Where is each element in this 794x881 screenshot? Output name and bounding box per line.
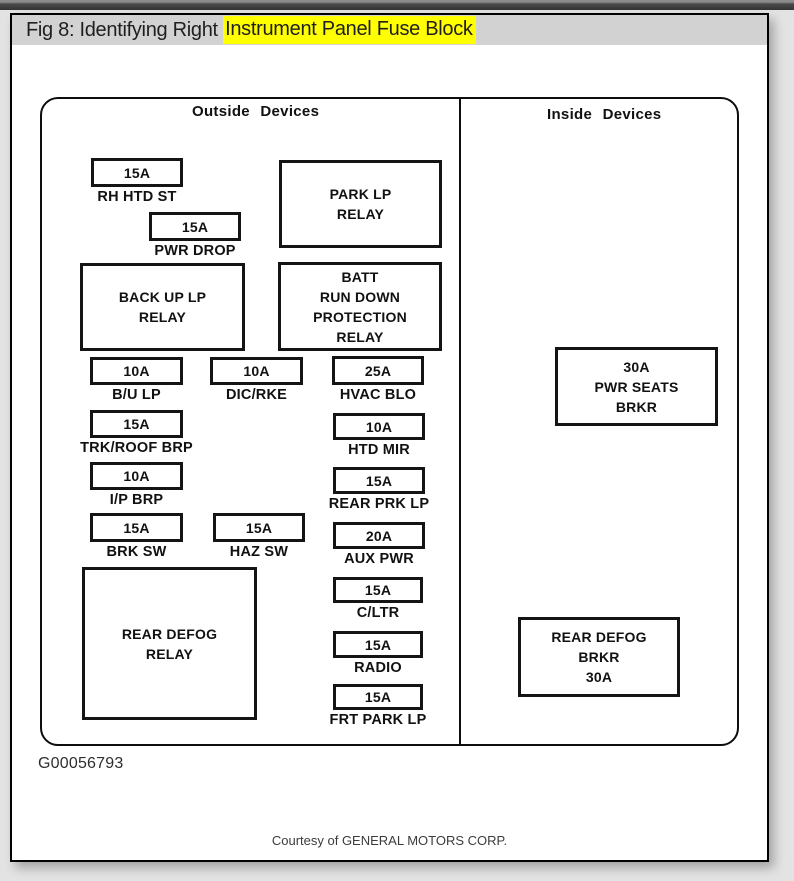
fuse-amp-rating: 15A (364, 582, 392, 598)
section-divider (459, 99, 461, 744)
fuse-amp-rating: 10A (123, 468, 150, 484)
top-border-strip (0, 0, 794, 10)
relay-label-line: RUN DOWN (319, 288, 401, 305)
fuse-amp-rating: 15A (365, 472, 393, 489)
fuse-box: 20A AUX PWR (333, 522, 425, 567)
relay-label-line: BACK UP LP (118, 289, 207, 305)
fuse-box: 15A FRT PARK LP (330, 684, 426, 728)
section-header-outside: Outside Devices (192, 103, 320, 120)
fuse-label: REAR PRK LP (328, 496, 430, 512)
fuse-label: HAZ SW (229, 544, 289, 560)
relay-label-line: PROTECTION (313, 308, 407, 325)
figure-id: G00056793 (38, 755, 124, 772)
courtesy-note: Courtesy of GENERAL MOTORS CORP. (271, 833, 508, 848)
relay-label-line: PARK LP (329, 186, 392, 202)
fuse-amp-rating: 10A (243, 363, 270, 379)
relay-box: REAR DEFOG RELAY (82, 567, 257, 720)
relay-box: 30A PWR SEATS BRKR (555, 347, 718, 426)
fuse-box: 10A I/P BRP (90, 462, 183, 508)
fuse-box: 15A C/LTR (333, 577, 423, 621)
figure-title-highlighted-text: Instrument Panel Fuse Block (223, 16, 476, 44)
fuse-box: 15A PWR DROP (149, 212, 241, 259)
fuse-label: BRK SW (106, 544, 167, 560)
relay-label-line: PWR SEATS (594, 378, 679, 395)
fuse-box: 10A B/U LP (90, 357, 183, 403)
relay-label-line: RELAY (336, 206, 385, 222)
fuse-amp-rating: 10A (123, 363, 150, 379)
fuse-box: 15A HAZ SW (213, 513, 305, 560)
fuse-box: 10A HTD MIR (333, 413, 425, 458)
relay-box: BATT RUN DOWN PROTECTION RELAY (278, 262, 442, 351)
figure-title-prefix: Fig 8: Identifying Right (26, 18, 224, 41)
fuse-box: 10A DIC/RKE (210, 357, 303, 403)
fuse-amp-rating: 25A (364, 362, 392, 379)
section-header-inside: Inside Devices (547, 106, 662, 123)
fuse-box: 15A REAR PRK LP (329, 467, 429, 512)
fuse-label: B/U LP (112, 387, 161, 403)
fuse-label: I/P BRP (109, 492, 164, 508)
fuse-label: DIC/RKE (225, 387, 288, 403)
relay-label-line: RELAY (145, 645, 194, 662)
relay-label-line: REAR DEFOG (121, 625, 218, 642)
fuse-amp-rating: 10A (365, 418, 393, 435)
fuse-box: 15A RH HTD ST (91, 158, 183, 205)
relay-label-line: REAR DEFOG (551, 629, 647, 645)
relay-label-line: 30A (585, 669, 613, 685)
relay-box: BACK UP LP RELAY (80, 263, 245, 351)
fuse-amp-rating: 15A (181, 218, 209, 235)
fuse-label: PWR DROP (154, 243, 236, 259)
fuse-amp-rating: 20A (365, 527, 393, 544)
relay-label-line: BRKR (578, 649, 620, 665)
fuse-label: HVAC BLO (339, 387, 417, 403)
fuse-box: 15A TRK/ROOF BRP (80, 410, 193, 456)
fuse-amp-rating: 15A (245, 519, 273, 536)
relay-label-line: 30A (623, 358, 650, 375)
fuse-amp-rating: 15A (123, 416, 150, 432)
fuse-label: HTD MIR (348, 442, 410, 458)
relay-box: REAR DEFOG BRKR 30A (518, 617, 680, 697)
relay-label-line: RELAY (138, 309, 187, 325)
relay-label-line: RELAY (336, 328, 384, 345)
relay-box: PARK LP RELAY (279, 160, 442, 248)
fuse-label: AUX PWR (344, 551, 414, 567)
fuse-amp-rating: 15A (364, 689, 392, 705)
fuse-box: 15A RADIO (333, 631, 423, 676)
fuse-box: 25A HVAC BLO (332, 356, 424, 403)
fuse-amp-rating: 15A (123, 519, 150, 536)
fuse-amp-rating: 15A (364, 636, 392, 653)
fuse-box: 15A BRK SW (90, 513, 183, 560)
fuse-amp-rating: 15A (123, 164, 151, 181)
figure-document-window: Fig 8: Identifying Right Instrument Pane… (10, 13, 769, 862)
relay-label-line: BRKR (615, 398, 658, 415)
fuse-label: RADIO (354, 660, 402, 676)
relay-label-line: BATT (341, 268, 379, 285)
figure-title-bar: Fig 8: Identifying Right Instrument Pane… (12, 15, 767, 45)
fuse-label: RH HTD ST (97, 189, 177, 205)
fuse-label: FRT PARK LP (329, 712, 427, 728)
fuse-label: TRK/ROOF BRP (80, 440, 193, 456)
fuse-label: C/LTR (356, 605, 400, 621)
